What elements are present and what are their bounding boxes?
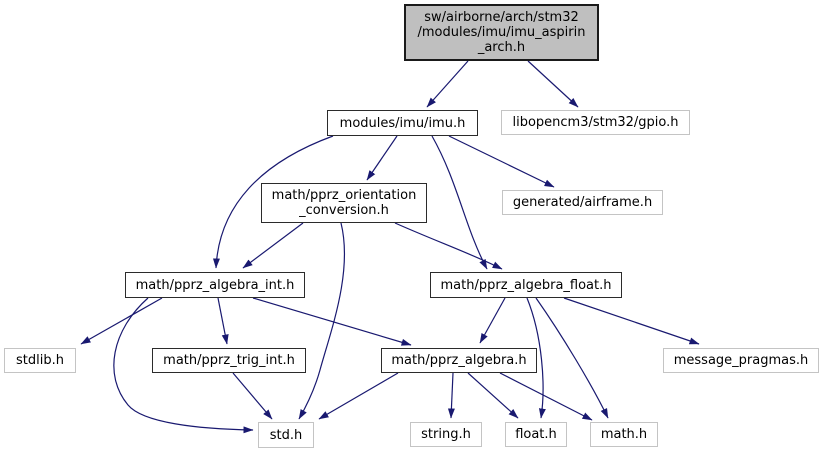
edge-algebra_int-algebra [252,297,412,346]
edge-imu-algebra_int [212,135,334,269]
node-math-h: math.h [590,422,658,447]
edge-imu-algebra_float [431,135,488,270]
edge-algebra_float-message_pragmas [563,297,700,345]
node-generated-airframe-h: generated/airframe.h [502,190,663,215]
node-math-pprz-algebra-int-h[interactable]: math/pprz_algebra_int.h [125,272,305,298]
edge-orientation-algebra_float [394,222,503,270]
edge-algebra-float [467,372,519,419]
node-math-pprz-orientation-conversion-h[interactable]: math/pprz_orientation _conversion.h [261,183,427,223]
edge-root-imu [426,60,469,108]
node-math-pprz-algebra-h[interactable]: math/pprz_algebra.h [381,348,537,373]
node-std-h: std.h [258,422,314,448]
node-imu-aspirin-arch-h: sw/airborne/arch/stm32 /modules/imu/imu_… [404,4,599,61]
edge-imu-airframe [448,135,555,188]
node-math-pprz-trig-int-h[interactable]: math/pprz_trig_int.h [152,348,306,373]
node-message-pragmas-h: message_pragmas.h [663,348,819,373]
node-modules-imu-imu-h[interactable]: modules/imu/imu.h [327,110,478,136]
edge-algebra-string [447,372,455,419]
node-libopencm3-stm32-gpio-h: libopencm3/stm32/gpio.h [501,110,690,135]
node-string-h: string.h [410,422,482,447]
edge-trig_int-std [232,372,273,420]
edge-algebra_int-stdlib [80,297,163,345]
node-math-pprz-algebra-float-h[interactable]: math/pprz_algebra_float.h [430,272,622,298]
edge-algebra-std [318,372,399,420]
edge-root-gpio [527,60,579,108]
edge-algebra_float-float [526,297,546,419]
edge-algebra_float-algebra [479,297,506,344]
edge-orientation-algebra_int [242,222,304,269]
edge-algebra_int-std [113,297,254,434]
edge-algebra-math [499,372,593,421]
edge-algebra_int-trig_int [217,297,229,345]
edge-orientation-std [298,222,346,420]
edge-algebra_float-math [535,297,609,419]
node-stdlib-h: stdlib.h [4,348,76,373]
edge-imu-orientation [366,135,398,181]
node-float-h: float.h [505,422,567,447]
